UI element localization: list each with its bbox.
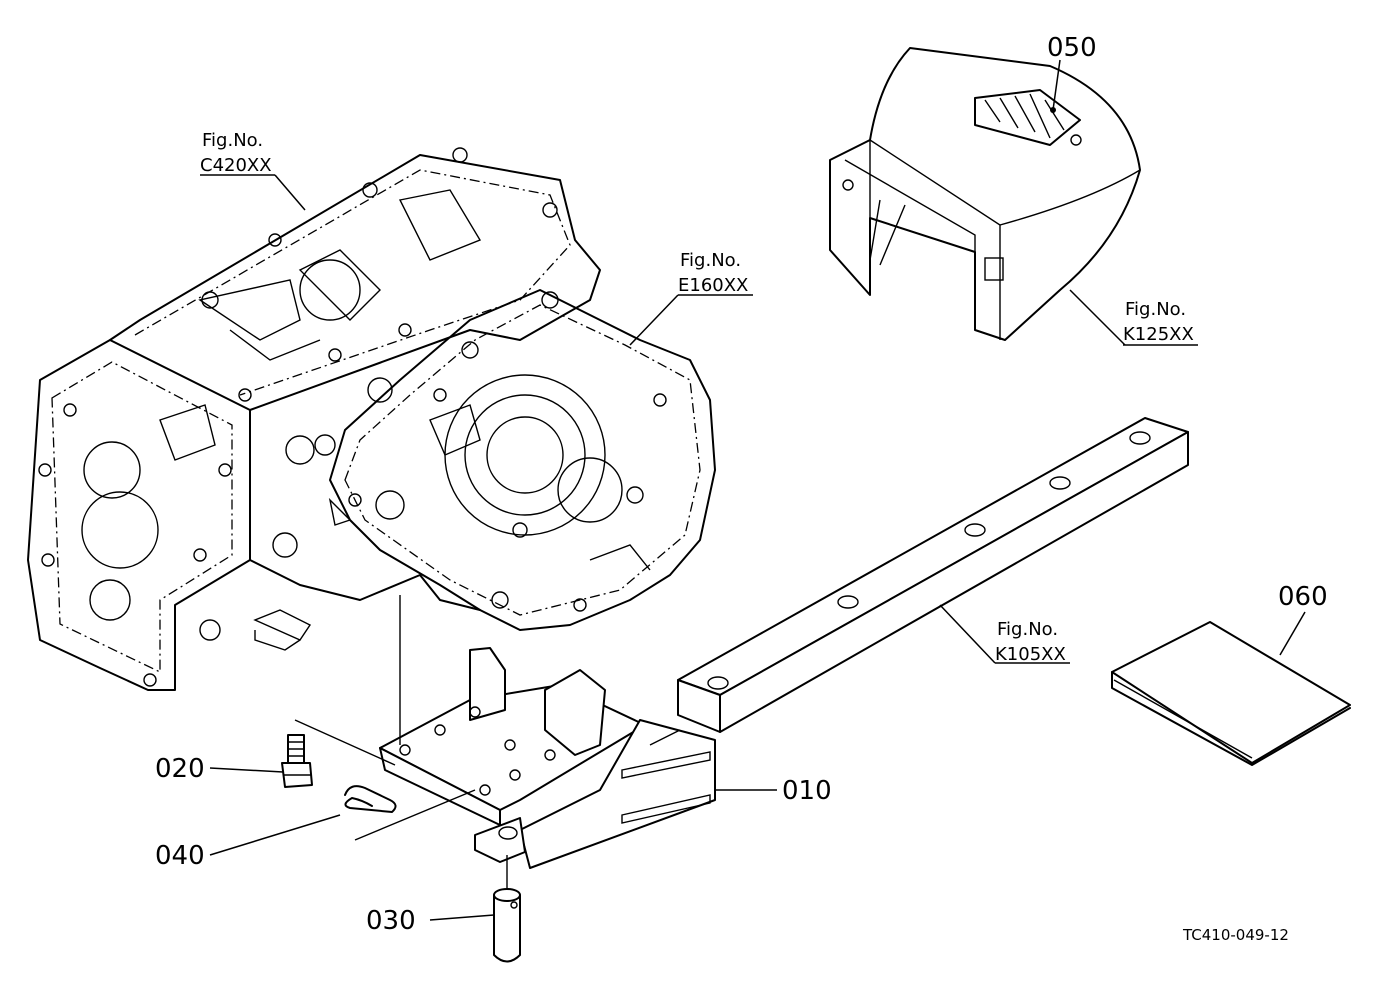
callout-020: 020	[155, 754, 205, 784]
figref-e160-code: E160XX	[678, 275, 748, 296]
manual-booklet	[1111, 621, 1351, 766]
figref-k125-prefix: Fig.No.	[1125, 299, 1186, 320]
pin-030	[493, 855, 521, 963]
clip-040	[344, 785, 397, 813]
figref-c420-prefix: Fig.No.	[202, 130, 263, 151]
callout-030: 030	[366, 906, 416, 936]
transmission-case	[27, 147, 601, 691]
figref-e160-prefix: Fig.No.	[680, 250, 741, 271]
leader-lines	[200, 59, 1306, 921]
figref-k105-code: K105XX	[995, 644, 1066, 665]
figref-k105-prefix: Fig.No.	[997, 619, 1058, 640]
cover-panel	[829, 47, 1141, 341]
figref-c420-code: C420XX	[200, 155, 272, 176]
callout-040: 040	[155, 841, 205, 871]
callout-060: 060	[1278, 582, 1328, 612]
drawing-code: TC410-049-12	[1182, 926, 1289, 944]
bolt-020	[281, 734, 313, 788]
callout-010: 010	[782, 776, 832, 806]
figref-e160: Fig.No. E160XX	[678, 250, 748, 296]
callout-050: 050	[1047, 33, 1097, 63]
drawbar	[677, 417, 1189, 733]
figref-k105: Fig.No. K105XX	[995, 619, 1066, 665]
figref-k125: Fig.No. K125XX	[1123, 299, 1194, 345]
flywheel-housing	[328, 289, 716, 631]
figref-k125-code: K125XX	[1123, 324, 1194, 345]
drawbar-bracket	[294, 595, 716, 869]
figref-c420: Fig.No. C420XX	[200, 130, 272, 176]
